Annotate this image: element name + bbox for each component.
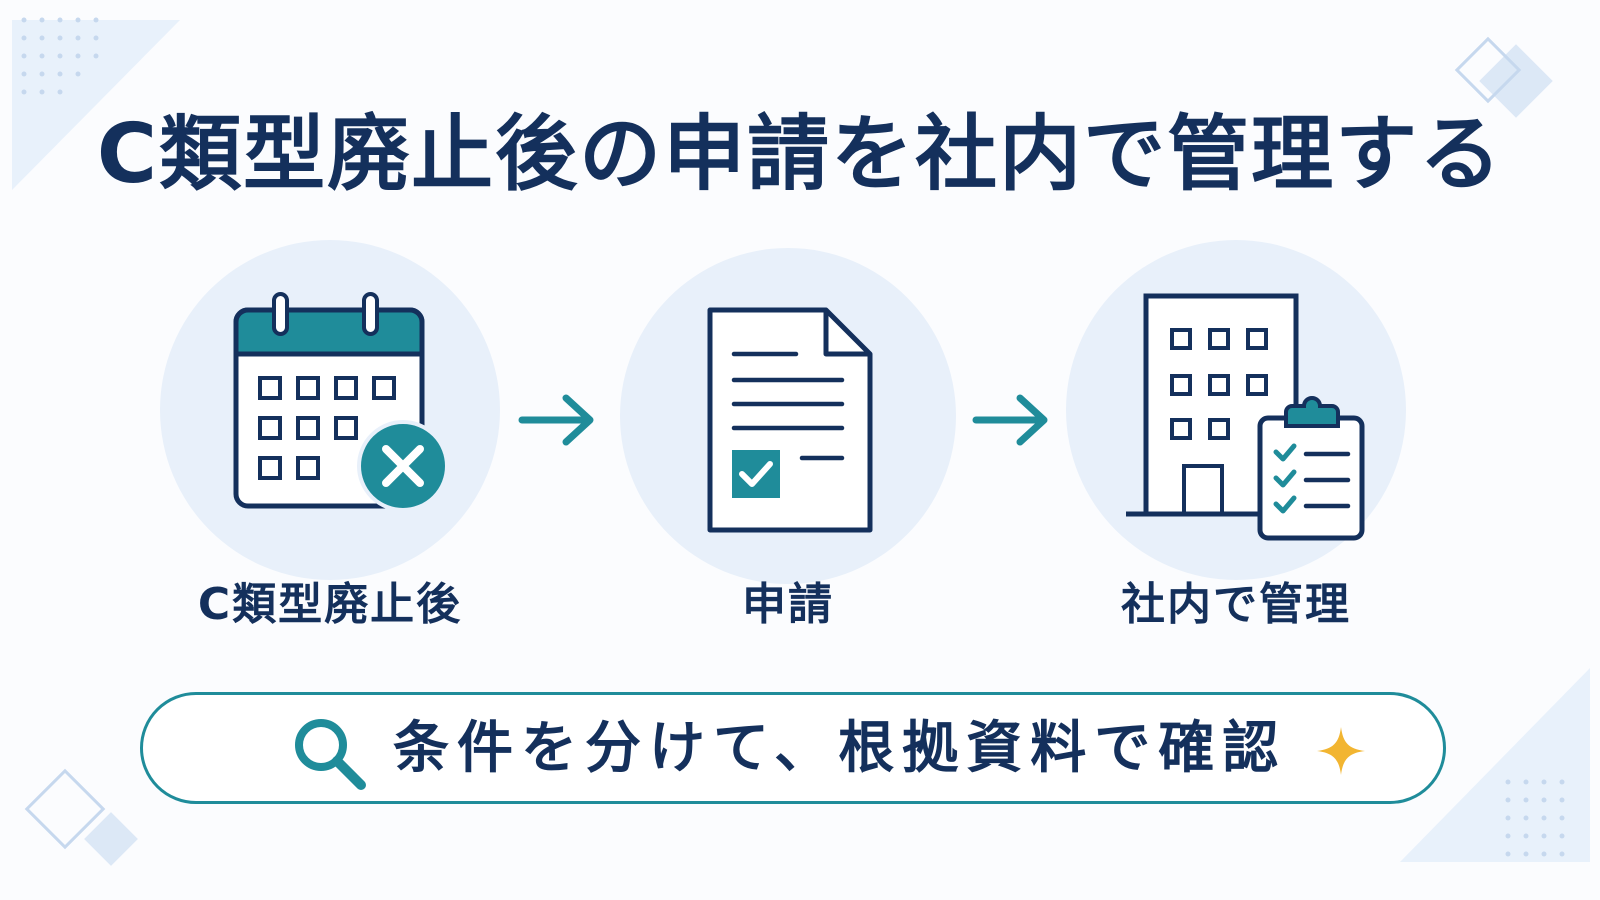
- arrow-right-icon: [972, 394, 1048, 446]
- banner-text: 条件を分けて、根拠資料で確認: [393, 716, 1287, 781]
- sparkle-icon: [1317, 727, 1365, 775]
- arrow-right-icon: [518, 394, 594, 446]
- step-label-2: 申請: [742, 579, 834, 630]
- page-title: C類型廃止後の申請を社内で管理する: [96, 107, 1504, 202]
- building-clipboard-icon: [1126, 293, 1365, 541]
- document-check-icon: [707, 307, 873, 533]
- step-label-1: C類型廃止後: [197, 579, 463, 630]
- summary-banner: 条件を分けて、根拠資料で確認: [140, 692, 1446, 804]
- calendar-cancel-icon: [233, 292, 449, 512]
- step-label-3: 社内で管理: [1121, 579, 1351, 630]
- magnifier-icon: [295, 719, 366, 790]
